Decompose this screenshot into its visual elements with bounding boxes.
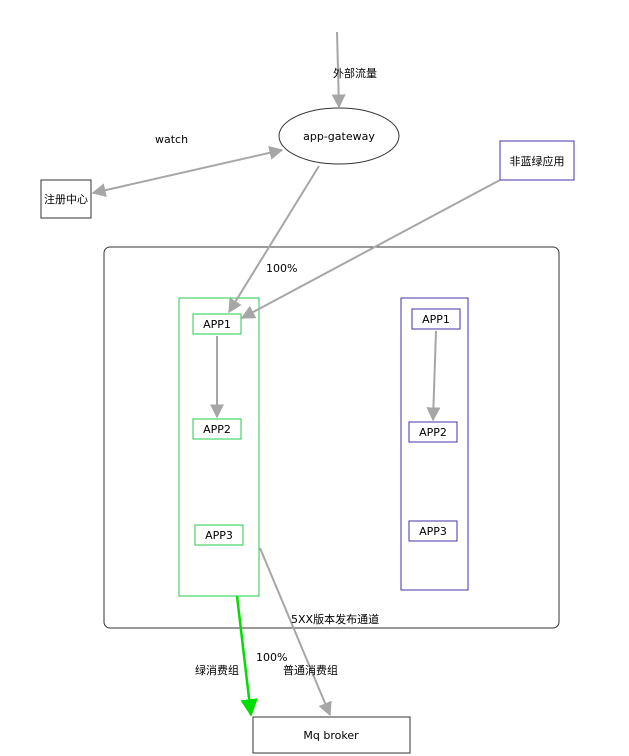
- purple-group: [400, 297, 469, 591]
- percent-bottom-label: 100%: [256, 651, 287, 664]
- green-app-2-label: APP2: [203, 423, 231, 436]
- green-consumer-group-label: 绿消费组: [195, 663, 239, 677]
- purple-app-3-label: APP3: [419, 525, 447, 538]
- green-app-3-label: APP3: [205, 529, 233, 542]
- purple-app-1-label: APP1: [422, 313, 450, 326]
- watch-label: watch: [155, 133, 188, 146]
- registry-node: [40, 179, 92, 219]
- non-blue-green-node: [499, 140, 575, 181]
- green-app-3: APP3: [194, 524, 244, 546]
- mq-broker-label: Mq broker: [303, 729, 359, 742]
- green-app-1-label: APP1: [203, 318, 231, 331]
- non-blue-green-label: 非蓝绿应用: [510, 154, 565, 168]
- release-channel-label: 5XX版本发布通道: [291, 612, 379, 626]
- green-app-1: APP1: [192, 313, 242, 335]
- purple-app-1: APP1: [411, 308, 461, 330]
- arrow-non-blue-green-to-app1: [240, 179, 501, 319]
- purple-app-2: APP2: [408, 421, 458, 443]
- external-traffic-label: 外部流量: [333, 66, 377, 80]
- release-channel-container: [103, 246, 560, 629]
- arrow-green-to-mq: [235, 595, 258, 717]
- green-app-2: APP2: [192, 418, 242, 440]
- percent-top-label: 100%: [266, 262, 297, 275]
- registry-label: 注册中心: [44, 192, 88, 206]
- arrow-gateway-to-app1: [228, 165, 320, 314]
- arrow-watch-registry-gateway: [91, 145, 284, 198]
- arrow-external-to-gateway: [331, 31, 346, 109]
- normal-consumer-group-label: 普通消费组: [283, 663, 338, 677]
- green-group: [178, 297, 260, 597]
- purple-app-3: APP3: [408, 520, 458, 542]
- gateway-label: app-gateway: [303, 130, 375, 143]
- arrow-app3-to-mq-normal: [259, 547, 332, 717]
- arrow-purple-app1-to-app2: [426, 330, 441, 422]
- purple-app-2-label: APP2: [419, 426, 447, 439]
- mq-broker-node: [252, 716, 411, 754]
